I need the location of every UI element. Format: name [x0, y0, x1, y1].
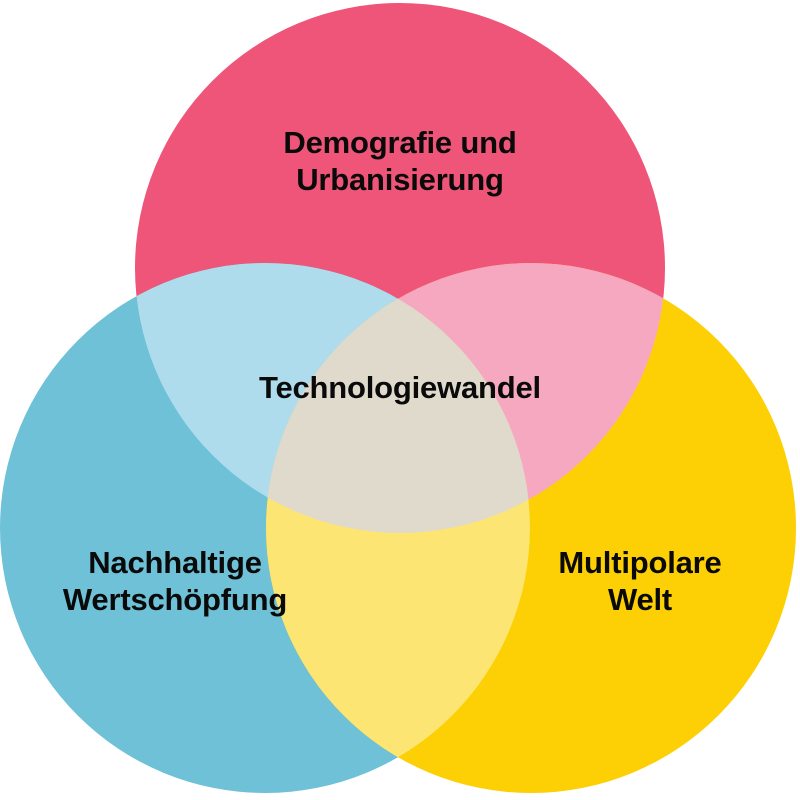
venn-diagram: Demografie und Urbanisierung Technologie…	[0, 3, 796, 793]
venn-canvas	[0, 3, 796, 793]
